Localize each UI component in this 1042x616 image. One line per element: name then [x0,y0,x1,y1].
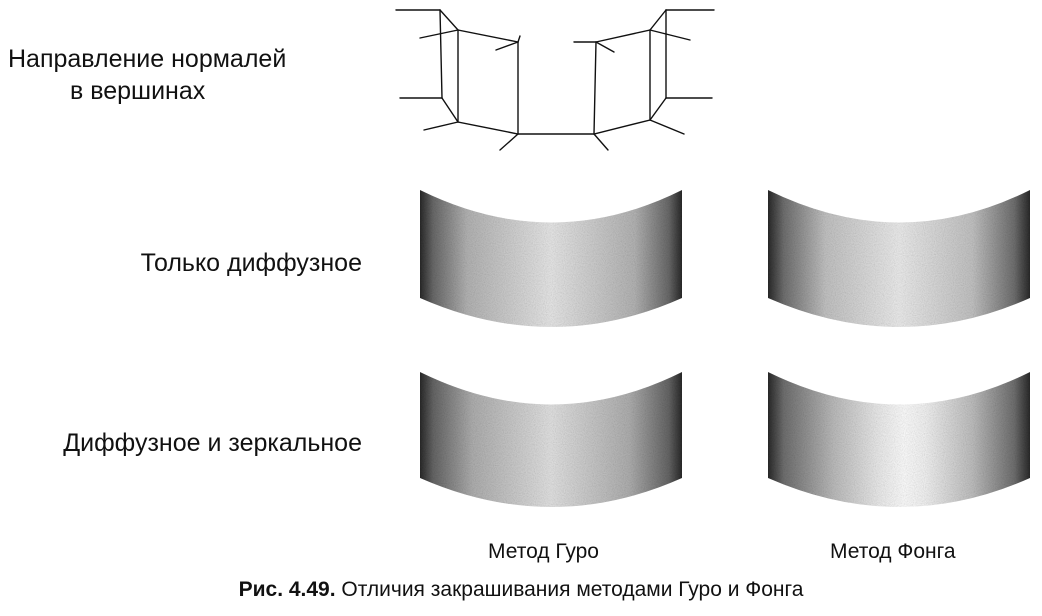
normals-top-outline [439,9,519,43]
vertex-normal [423,121,459,131]
surface-phong-diffuse [768,190,1030,327]
figure-caption: Рис. 4.49. Отличия закрашивания методами… [0,578,1042,602]
figure-number: Рис. 4.49. [238,578,336,601]
normals-bottom-outline [441,97,667,135]
vertex-normal [593,133,609,151]
vertex-normal [649,119,685,135]
vertex-normal [419,29,459,39]
label-normals-line1: Направление нормалей [8,45,287,73]
label-diffuse-specular: Диффузное и зеркальное [63,429,362,457]
vertex-normal [649,29,691,41]
label-gouraud-method: Метод Гуро [488,540,599,563]
label-phong-method: Метод Фонга [830,540,956,563]
vertex-normal [499,133,519,151]
normals-edge [593,41,597,135]
figure-caption-text: Отличия закрашивания методами Гуро и Фон… [335,578,804,601]
surface-phong-specular [768,372,1030,507]
label-normals-line2: в вершинах [70,77,206,105]
surface-gouraud-specular [420,372,682,507]
vertex-normal [595,41,615,53]
vertex-normal [517,35,521,43]
normals-edge [439,9,443,99]
surface-gouraud-diffuse [420,190,682,327]
normals-top-outline-right [595,9,667,43]
normals-diagram [395,9,715,151]
label-diffuse-only: Только диффузное [140,249,362,277]
vertex-normal [495,41,519,51]
